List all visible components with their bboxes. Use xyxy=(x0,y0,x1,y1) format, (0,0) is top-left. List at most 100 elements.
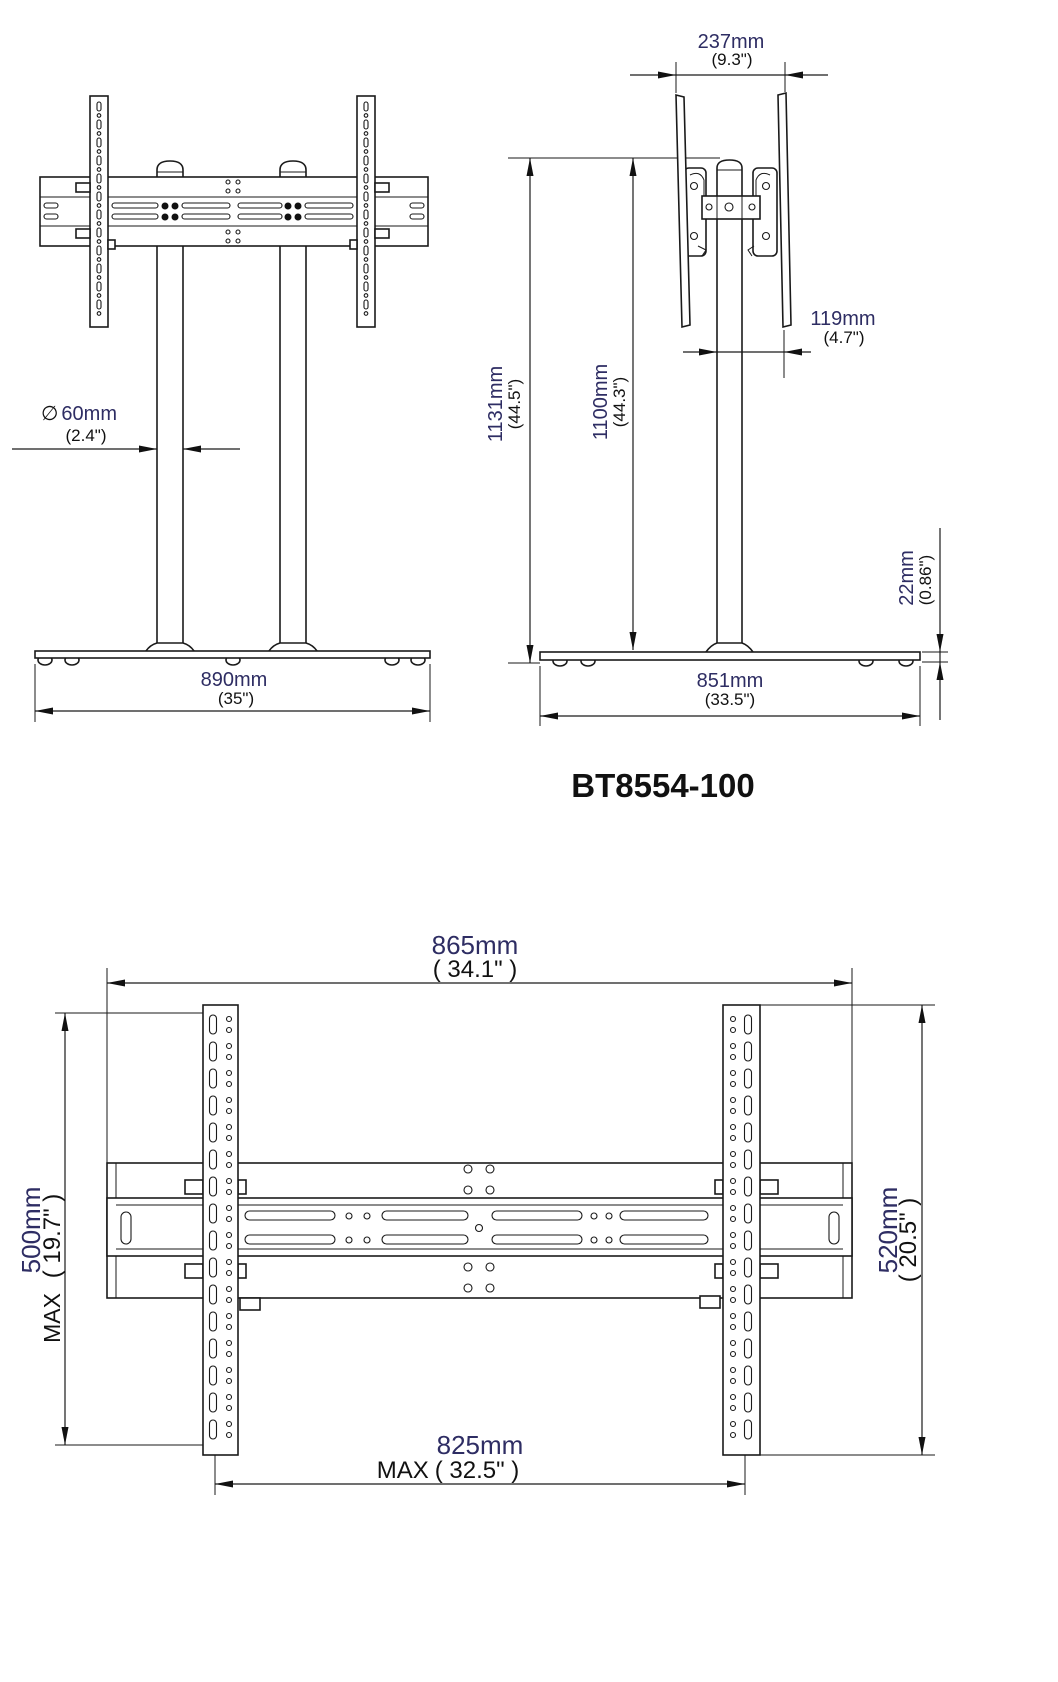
pole-diameter-label: ∅60mm xyxy=(41,403,117,425)
mount-view: 865mm ( 34.1" ) xyxy=(16,930,935,1495)
rail-slot xyxy=(237,213,283,220)
bracket-slot xyxy=(208,1365,218,1386)
rail-slot xyxy=(244,1234,336,1245)
bracket-hole xyxy=(225,1188,233,1196)
rail-hole xyxy=(235,238,241,244)
bracket-slot xyxy=(743,1419,753,1440)
bracket-hole xyxy=(729,1269,737,1277)
bracket-hole xyxy=(729,1350,737,1358)
bracket-slot xyxy=(208,1203,218,1224)
bracket-slot xyxy=(743,1284,753,1305)
bracket-slot xyxy=(743,1230,753,1251)
bracket-hole xyxy=(729,1215,737,1223)
bracket-hole xyxy=(363,131,369,136)
rail-hole xyxy=(225,229,231,235)
bracket-hole xyxy=(729,1393,737,1401)
bracket-slot xyxy=(363,155,369,166)
pole-diameter-inch: (2.4") xyxy=(66,426,107,445)
tilt-mount xyxy=(683,167,778,257)
rail-hole xyxy=(225,188,231,194)
bracket-slot xyxy=(96,191,102,202)
bracket-right xyxy=(722,1004,761,1456)
bracket-hole xyxy=(225,1107,233,1115)
plate-depth-inch: (9.3") xyxy=(712,50,753,69)
bracket-hole xyxy=(729,1188,737,1196)
clip xyxy=(237,1263,247,1279)
base-width-dimension: 890mm (35") xyxy=(34,664,431,722)
overall-height-inch: (44.5") xyxy=(505,379,524,429)
rail-width-dimension: 865mm ( 34.1" ) xyxy=(106,930,853,1163)
base-thickness-mm: 22mm xyxy=(896,550,918,606)
base-width-mm: 890mm xyxy=(201,669,268,691)
bracket-hole xyxy=(96,275,102,280)
rail-slot xyxy=(409,213,425,220)
side-view: 237mm (9.3") 119mm (4.7") 1131mm (44.5")… xyxy=(485,31,948,726)
rail-bolt xyxy=(284,213,292,221)
base-width-inch: (35") xyxy=(218,689,254,708)
bracket-hole xyxy=(96,203,102,208)
bracket-slot xyxy=(208,1041,218,1062)
bracket-slot xyxy=(743,1203,753,1224)
bracket-slot xyxy=(208,1257,218,1278)
bracket-length-mm: 520mm xyxy=(873,1187,903,1274)
bracket-slot xyxy=(96,245,102,256)
bracket-slot xyxy=(208,1311,218,1332)
bracket-body xyxy=(202,1004,239,1456)
plate-offset-mm: 119mm xyxy=(810,308,875,330)
rail-hole xyxy=(463,1262,473,1272)
bottom-clamp xyxy=(699,1295,721,1309)
bracket-hole xyxy=(225,1177,233,1185)
rail-bolt xyxy=(284,202,292,210)
horizontal-pattern-mm: 825mm xyxy=(437,1430,524,1460)
bracket-slot xyxy=(743,1122,753,1143)
pivot-bolt xyxy=(748,203,756,211)
vertical-pattern-max: MAX xyxy=(39,1293,65,1343)
knob xyxy=(184,1179,204,1195)
bracket-slot xyxy=(363,101,369,112)
bracket-hole xyxy=(225,1215,233,1223)
arm-bolt xyxy=(689,181,699,191)
bracket-slot xyxy=(743,1338,753,1359)
rail-hole xyxy=(485,1283,495,1293)
bracket-slot xyxy=(363,299,369,310)
bracket-hole xyxy=(363,113,369,118)
bracket-hole xyxy=(363,221,369,226)
pole-foot xyxy=(705,642,754,653)
bracket-slot xyxy=(96,227,102,238)
bracket-hole xyxy=(729,1096,737,1104)
bracket-hole xyxy=(729,1420,737,1428)
bracket-hole xyxy=(96,149,102,154)
rail-slot xyxy=(828,1211,840,1245)
bracket-slot xyxy=(743,1176,753,1197)
bracket-slot xyxy=(743,1014,753,1035)
bracket-hole xyxy=(225,1069,233,1077)
bracket-hole xyxy=(363,167,369,172)
bracket-hole xyxy=(729,1080,737,1088)
bracket-slot xyxy=(208,1068,218,1089)
bracket-slot xyxy=(363,209,369,220)
clip xyxy=(107,239,116,250)
arm-hook xyxy=(755,172,771,196)
bracket-hole xyxy=(729,1258,737,1266)
horizontal-pattern-label: MAX( 32.5" ) xyxy=(377,1457,520,1484)
rail-slot xyxy=(181,202,231,209)
rail-slot xyxy=(619,1234,709,1245)
rail-slot xyxy=(43,202,59,209)
base-thickness-dimension: 22mm (0.86") xyxy=(896,528,948,720)
plate-depth-mm: 237mm xyxy=(698,31,765,53)
bracket-slot xyxy=(96,299,102,310)
bracket-slot xyxy=(363,173,369,184)
bracket-hole xyxy=(96,113,102,118)
rail-slot xyxy=(43,213,59,220)
knob xyxy=(759,1179,779,1195)
pole-diameter-dimension: ∅60mm (2.4") xyxy=(12,403,240,453)
bracket-hole xyxy=(729,1231,737,1239)
pole xyxy=(716,159,743,652)
knob xyxy=(374,228,390,239)
rail-hole xyxy=(363,1212,371,1220)
bracket-hole xyxy=(96,131,102,136)
bracket-hole xyxy=(225,1231,233,1239)
rail-hole xyxy=(605,1236,613,1244)
clip xyxy=(349,239,358,250)
